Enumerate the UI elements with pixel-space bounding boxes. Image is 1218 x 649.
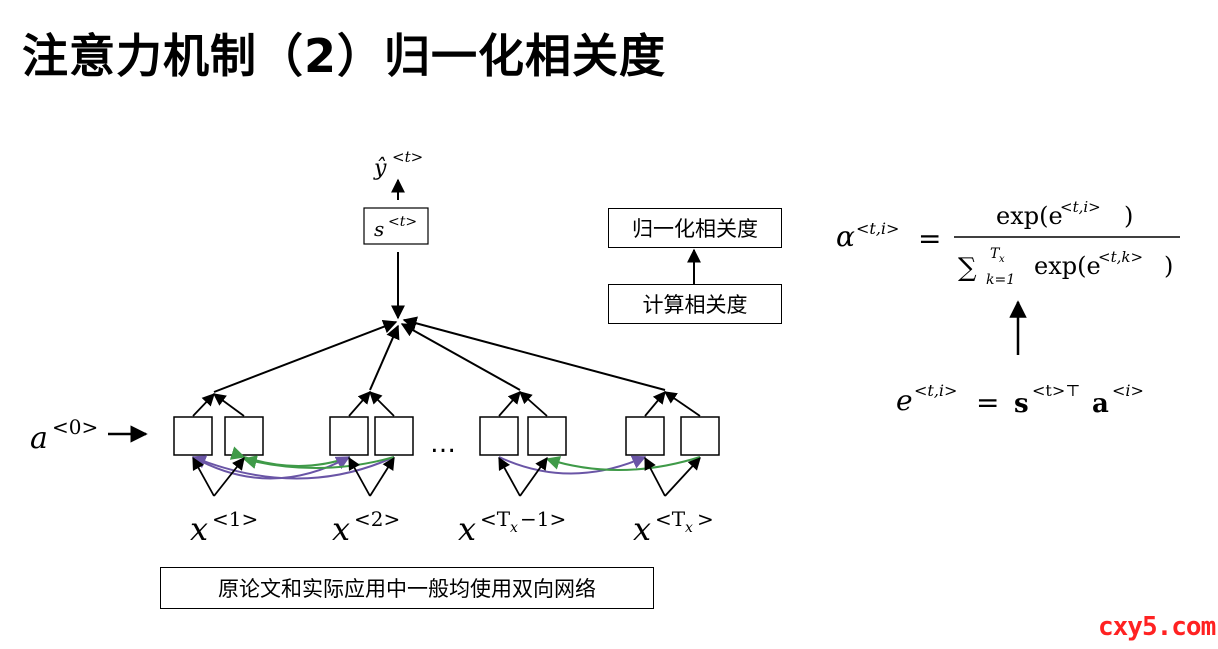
backward-arrow — [545, 456, 701, 472]
encoder-box — [224, 416, 264, 456]
page-title: 注意力机制（2）归一化相关度 — [22, 29, 667, 83]
svg-text:x: x — [332, 510, 350, 548]
input-label-1: x <1> — [190, 507, 258, 548]
svg-text:k=1: k=1 — [986, 272, 1015, 288]
svg-text:<i>: <i> — [1112, 381, 1144, 400]
state-superscript: <t> — [388, 214, 417, 230]
watermark: cxy5.com — [1098, 612, 1216, 642]
svg-text:): ) — [1124, 202, 1133, 230]
svg-text:<T: <T — [655, 507, 686, 531]
forward-arrow — [191, 455, 395, 480]
output-y-hat: ŷ — [373, 156, 387, 181]
svg-text:T: T — [990, 246, 1001, 262]
normalize-relevance-box: 归一化相关度 — [608, 208, 782, 248]
svg-text:>: > — [697, 507, 714, 531]
svg-text:x: x — [510, 520, 518, 536]
ellipsis: … — [430, 429, 456, 459]
state-label: s — [374, 217, 384, 241]
svg-text:s: s — [1014, 389, 1029, 419]
svg-text:<1>: <1> — [212, 507, 258, 531]
merge-arrows — [192, 391, 701, 417]
svg-text:x: x — [999, 254, 1005, 265]
svg-text:∑: ∑ — [958, 253, 977, 283]
svg-text:exp(e: exp(e — [996, 202, 1063, 230]
initial-activation-superscript: <0> — [52, 415, 98, 439]
svg-text:<t,k>: <t,k> — [1098, 248, 1143, 266]
svg-text:<t,i>: <t,i> — [856, 219, 899, 238]
svg-text:): ) — [1164, 252, 1173, 280]
svg-text:x: x — [190, 510, 208, 548]
backward-arrow — [242, 455, 395, 470]
svg-text:e: e — [896, 384, 913, 417]
attention-arrows — [213, 316, 666, 393]
svg-text:<t>⊤: <t>⊤ — [1032, 381, 1080, 400]
input-label-tx: x <T x > — [633, 507, 714, 548]
encoder-box — [479, 416, 519, 456]
alpha-formula: α <t,i> = exp(e <t,i> ) ∑ T x k=1 exp(e … — [836, 198, 1180, 288]
encoder-box — [680, 416, 720, 456]
svg-text:exp(e: exp(e — [1034, 252, 1101, 280]
svg-text:<t,i>: <t,i> — [914, 381, 957, 400]
svg-text:x: x — [685, 520, 693, 536]
svg-text:x: x — [458, 510, 476, 548]
svg-text:−1>: −1> — [520, 507, 566, 531]
encoder-box — [374, 416, 414, 456]
svg-text:x: x — [633, 510, 651, 548]
score-formula: e <t,i> = s <t>⊤ a <i> — [896, 381, 1144, 419]
encoder-box — [625, 416, 665, 456]
output-label: ŷ <t> — [373, 148, 423, 181]
encoder-box — [329, 416, 369, 456]
input-arrows — [192, 456, 701, 497]
encoder-boxes — [173, 416, 720, 456]
encoder-box — [173, 416, 213, 456]
svg-text:<t,i>: <t,i> — [1060, 198, 1101, 216]
output-superscript: <t> — [392, 148, 423, 166]
svg-text:α: α — [836, 220, 855, 253]
forward-arrow — [192, 456, 351, 480]
encoder-box — [527, 416, 567, 456]
svg-text:<2>: <2> — [354, 507, 400, 531]
svg-text:<T: <T — [480, 507, 511, 531]
compute-relevance-box: 计算相关度 — [608, 284, 782, 324]
svg-text:=: = — [976, 386, 999, 419]
forward-arrow — [498, 455, 647, 475]
input-label-2: x <2> — [332, 507, 400, 548]
state-box — [363, 207, 429, 245]
svg-text:=: = — [918, 222, 941, 255]
svg-text:a: a — [1092, 389, 1109, 419]
input-label-tx-minus-1: x <T x −1> — [458, 507, 566, 548]
initial-activation-label: a — [30, 421, 48, 456]
bidirectional-note-box: 原论文和实际应用中一般均使用双向网络 — [160, 567, 654, 609]
